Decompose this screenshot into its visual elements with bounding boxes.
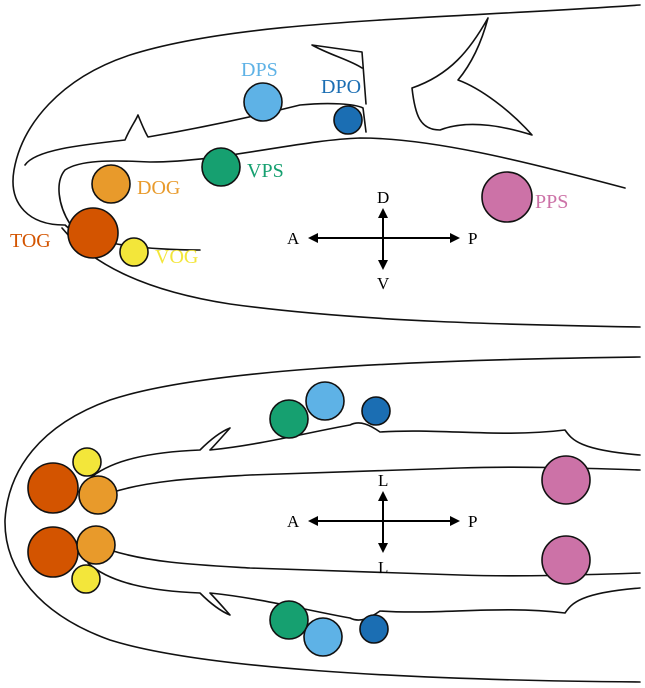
lateral-pps bbox=[481, 171, 533, 223]
dorsal-tog-upper bbox=[27, 462, 79, 514]
lateral-dog bbox=[91, 164, 131, 204]
dorsal-pps-upper bbox=[541, 455, 591, 505]
label-vog: VOG bbox=[155, 246, 198, 268]
axis-label-right: P bbox=[468, 229, 477, 248]
dorsal-pps-lower bbox=[541, 535, 591, 585]
lateral-dorsal-fin-outline bbox=[24, 17, 533, 166]
axis-label-up: L bbox=[378, 471, 388, 490]
dorsal-vog-upper bbox=[72, 447, 102, 477]
label-vps: VPS bbox=[247, 160, 284, 182]
label-dpo: DPO bbox=[321, 76, 361, 98]
lateral-head-upper-outline bbox=[12, 4, 641, 226]
axis-label-down: V bbox=[377, 274, 390, 293]
dorsal-dps-upper bbox=[305, 381, 345, 421]
lateral-head-lower-outline bbox=[61, 227, 641, 328]
lateral-vps bbox=[201, 147, 241, 187]
dorsal-tog-lower bbox=[27, 526, 79, 578]
dorsal-vps-lower bbox=[269, 600, 309, 640]
axis-label-down: L bbox=[378, 558, 388, 577]
label-pps: PPS bbox=[535, 191, 568, 213]
lateral-vog bbox=[119, 237, 149, 267]
axis-label-up: D bbox=[377, 188, 389, 207]
axis-label-right: P bbox=[468, 512, 477, 531]
axis-label-left: A bbox=[287, 229, 300, 248]
dorsal-lower-canal-outline bbox=[87, 562, 641, 621]
label-dps: DPS bbox=[241, 59, 278, 81]
dorsal-dog-upper bbox=[78, 475, 118, 515]
lateral-view: DPS DPO VPS DOG TOG VOG PPS D V A P bbox=[10, 4, 641, 328]
lateral-tog bbox=[67, 207, 119, 259]
axis-label-left: A bbox=[287, 512, 300, 531]
dorsal-dps-lower bbox=[303, 617, 343, 657]
label-tog: TOG bbox=[10, 230, 51, 252]
dorsal-head-outline bbox=[4, 356, 641, 683]
lateral-orientation-cross: D V A P bbox=[287, 188, 477, 293]
dorsal-vog-lower bbox=[71, 564, 101, 594]
dorsal-view: L L A P bbox=[4, 356, 641, 683]
dorsal-vps-upper bbox=[269, 399, 309, 439]
dorsal-dpo-upper bbox=[361, 396, 391, 426]
dorsal-dpo-lower bbox=[359, 614, 389, 644]
lateral-dps bbox=[243, 82, 283, 122]
lateral-mouth-outline bbox=[58, 137, 626, 225]
dorsal-orientation-cross: L L A P bbox=[287, 471, 477, 577]
lateral-dpo bbox=[333, 105, 363, 135]
dorsal-dog-lower bbox=[76, 525, 116, 565]
label-dog: DOG bbox=[137, 177, 180, 199]
dorsal-upper-canal-outline bbox=[87, 422, 641, 481]
